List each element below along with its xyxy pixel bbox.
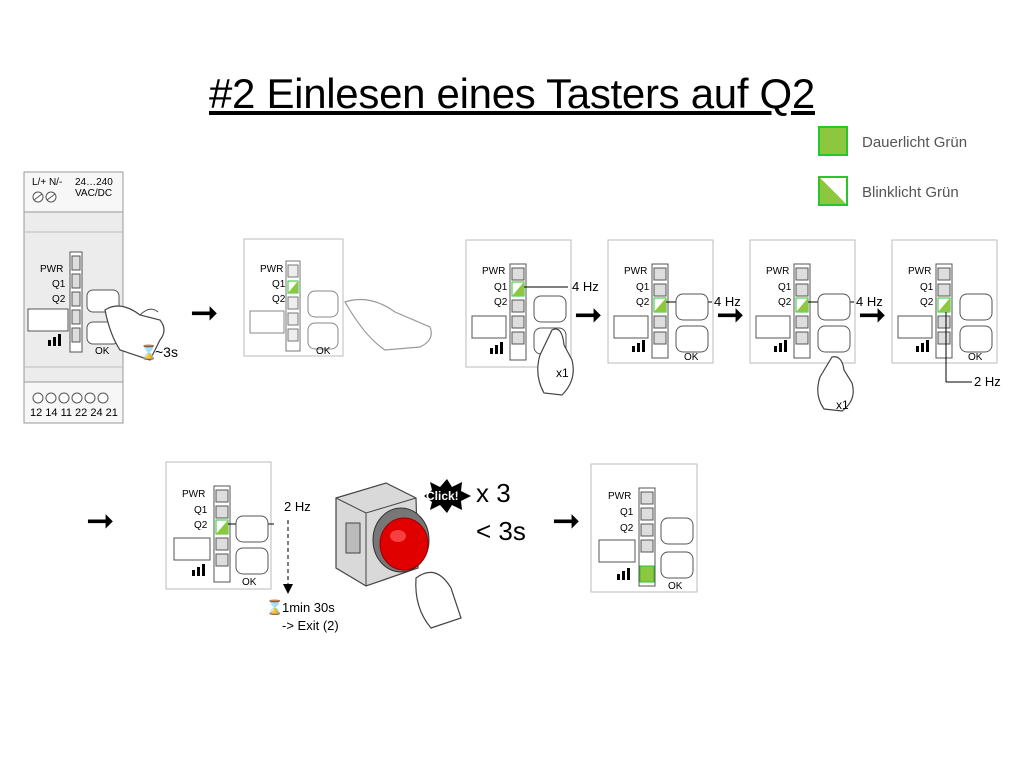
arrow-right-icon: ➞: [716, 295, 745, 335]
arrow-right-icon: ➞: [190, 293, 219, 333]
ok-label: OK: [668, 581, 683, 592]
q1-label: Q1: [620, 507, 634, 518]
blink-frequency: 4 Hz: [714, 294, 741, 309]
hold-time: ~3s: [155, 344, 178, 360]
q1-label: Q1: [194, 505, 208, 516]
click-count: x 3: [476, 478, 511, 508]
q2-label: Q2: [620, 523, 634, 534]
hourglass-icon: ⌛: [266, 599, 284, 615]
arrow-right-icon: ➞: [858, 295, 887, 335]
q2-label: Q2: [52, 294, 66, 305]
ok-label: OK: [968, 352, 983, 363]
arrow-right-icon: ➞: [574, 295, 603, 335]
ok-label: OK: [684, 352, 699, 363]
panel-step-2: [243, 238, 344, 357]
legend-label: Dauerlicht Grün: [862, 134, 968, 151]
panel-step-4: [607, 239, 714, 364]
arrow-right-icon: ➞: [552, 501, 581, 541]
click-time-limit: < 3s: [476, 516, 526, 546]
pwr-label: PWR: [766, 266, 790, 277]
hand-press-icon: [817, 356, 854, 412]
ok-label: OK: [242, 577, 257, 588]
q2-label: Q2: [494, 297, 508, 308]
q1-label: Q1: [636, 282, 650, 293]
terminal-voltage: 24…240: [75, 177, 113, 188]
hand-release-icon: [344, 299, 432, 351]
q1-label: Q1: [494, 282, 508, 293]
blink-frequency: 2 Hz: [284, 499, 311, 514]
ok-label: OK: [95, 346, 110, 357]
q2-label: Q2: [778, 297, 792, 308]
arrow-right-icon: ➞: [86, 501, 115, 541]
q1-label: Q1: [920, 282, 934, 293]
ok-label: OK: [316, 346, 331, 357]
hourglass-icon: ⌛: [140, 344, 158, 360]
panel-step-6: [891, 239, 998, 383]
pwr-label: PWR: [624, 266, 648, 277]
q2-label: Q2: [636, 297, 650, 308]
timeout-arrow: [283, 520, 293, 594]
q2-label: Q2: [272, 294, 286, 305]
q2-label: Q2: [194, 520, 208, 531]
pwr-label: PWR: [40, 264, 64, 275]
push-button-illustration: [335, 482, 462, 629]
legend-label: Blinklicht Grün: [862, 184, 959, 201]
timeout-exit: -> Exit (2): [282, 618, 339, 633]
blink-frequency: 4 Hz: [572, 279, 599, 294]
panel-step-7: [165, 461, 274, 590]
click-burst-icon: [424, 479, 471, 513]
full-controller-device: [23, 171, 124, 424]
pwr-label: PWR: [182, 489, 206, 500]
hand-press-icon: [104, 305, 165, 361]
q1-label: Q1: [52, 279, 66, 290]
panel-step-5: [749, 239, 856, 364]
blink-frequency: 4 Hz: [856, 294, 883, 309]
q2-label: Q2: [920, 297, 934, 308]
timeout-duration: 1min 30s: [282, 600, 335, 615]
pwr-label: PWR: [260, 264, 284, 275]
q1-label: Q1: [778, 282, 792, 293]
page-title: #2 Einlesen eines Tasters auf Q2: [208, 70, 815, 117]
hand-press-icon: [537, 328, 574, 396]
pwr-label: PWR: [608, 491, 632, 502]
legend-swatch-diagonal: [818, 176, 848, 206]
blink-frequency: 2 Hz: [974, 374, 1001, 389]
terminal-voltage-type: VAC/DC: [75, 188, 113, 199]
terminal-label-bottom: 12 14 11 22 24 21: [30, 407, 118, 419]
panel-final: [590, 463, 698, 593]
pwr-label: PWR: [908, 266, 932, 277]
pwr-label: PWR: [482, 266, 506, 277]
legend-swatch-solid: [818, 126, 848, 156]
terminal-label-top: L/+ N/-: [32, 177, 63, 188]
press-count: x1: [836, 398, 849, 412]
press-count: x1: [556, 366, 569, 380]
q1-label: Q1: [272, 279, 286, 290]
click-badge-text: Click!: [426, 489, 459, 503]
